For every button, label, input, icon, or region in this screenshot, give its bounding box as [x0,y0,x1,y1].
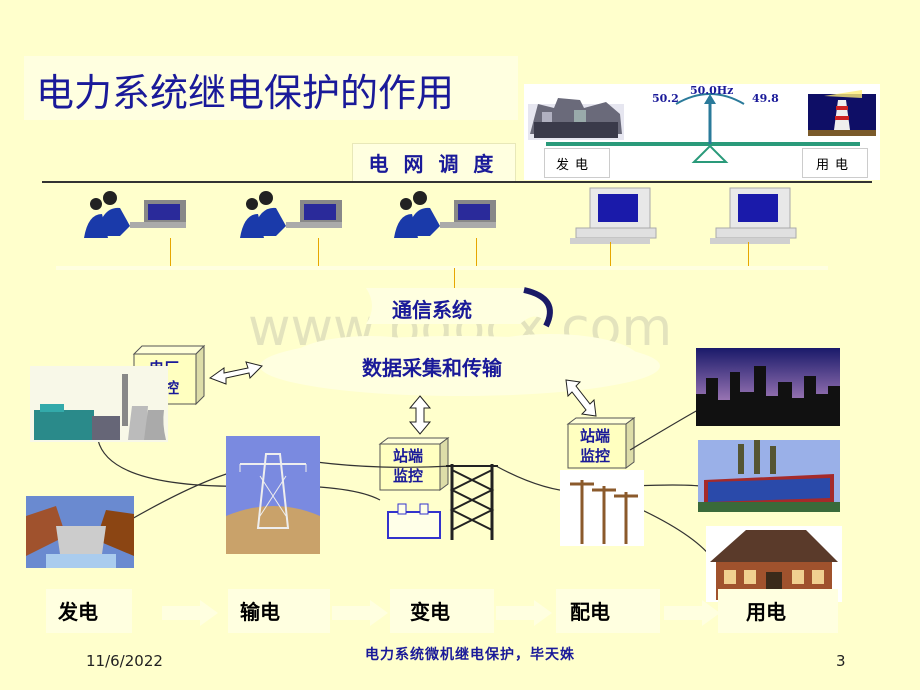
computer-icon [570,187,657,244]
scale-right-label: 用电 [816,158,855,173]
station1-monitor-label-1: 站端 [392,447,423,465]
dispatch-divider [42,181,872,183]
frequency-scale-illustration: 50.0Hz 50.2 49.8 发电 用电 [524,84,880,180]
communication-system-label: 通信系统 [392,298,472,322]
connector-line [454,268,455,288]
footer-author: 电力系统微机继电保护，毕天姝 [365,647,575,663]
double-arrow-icon [565,379,597,417]
flow-arrow-icon [496,600,552,626]
stage-transmission: 输电 [240,600,280,624]
city-skyline-image [696,348,840,426]
stage-substation: 变电 [410,600,450,624]
freq-right-label: 49.8 [752,92,779,105]
network-bus [56,266,828,270]
station1-monitor-label-2: 监控 [392,467,423,485]
computer-icon [710,187,797,244]
substation-structure-image [446,464,498,540]
thermal-plant-image [30,366,168,442]
hydro-dam-image [26,496,134,568]
stage-box [228,589,330,633]
operator-workstation-icon [394,191,496,238]
grid-dispatch-label: 电 网 调 度 [368,152,498,176]
slide-title: 电力系统继电保护的作用 [36,71,455,115]
stage-box [556,589,660,633]
connector-line [318,238,319,268]
flow-arrow-icon [162,600,218,626]
stage-consumption: 用电 [746,600,786,624]
station-monitor-cube [566,417,636,469]
data-cloud [260,334,660,396]
flow-arrow-icon [332,600,388,626]
operator-workstation-icon [84,191,186,238]
title-background [24,56,518,120]
factory-image [698,440,840,512]
substation-transformer-image [387,503,441,539]
stage-distribution: 配电 [570,600,610,624]
transmission-tower-image [226,436,320,554]
connector-line [170,238,171,268]
footer-date: 11/6/2022 [86,652,163,670]
freq-left-label: 50.2 [652,92,679,105]
communication-ribbon [366,287,553,328]
dispatch-background [352,143,516,183]
connector-line [476,238,477,268]
operator-workstation-icon [240,191,342,238]
freq-center-label: 50.0Hz [690,84,734,97]
stage-box [46,589,132,633]
balance-scale-icon [528,90,876,163]
connector-line [748,242,749,268]
flow-arrow-icon [664,600,720,626]
double-arrow-icon [408,395,432,435]
data-acquisition-label: 数据采集和传输 [362,356,502,380]
stage-box [718,589,838,633]
stage-box [390,589,494,633]
station2-monitor-label-1: 站端 [579,427,610,445]
double-arrow-icon [208,361,263,385]
page-number: 3 [836,652,846,670]
station2-monitor-label-2: 监控 [579,447,610,465]
stage-generation: 发电 [58,600,98,624]
scale-left-label: 发电 [556,158,595,173]
distribution-poles-image [560,470,644,546]
connector-line [610,242,611,268]
